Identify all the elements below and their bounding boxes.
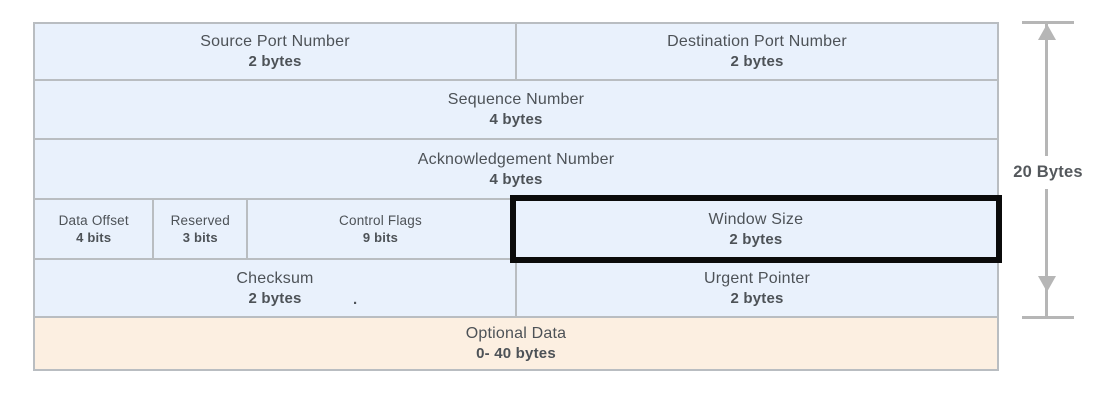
- table-row: Source Port Number 2 bytes Destination P…: [35, 24, 997, 79]
- field-size: 2 bytes: [730, 53, 784, 70]
- field-name: Source Port Number: [200, 33, 350, 50]
- field-optional-data: Optional Data 0- 40 bytes: [35, 318, 997, 369]
- field-urgent-pointer: Urgent Pointer 2 bytes: [517, 260, 997, 316]
- field-size: 9 bits: [362, 230, 399, 245]
- field-size: 2 bytes: [729, 230, 783, 248]
- table-row: Data Offset 4 bits Reserved 3 bits Contr…: [35, 195, 1002, 263]
- field-size: 2 bytes: [730, 289, 784, 307]
- field-name: Control Flags: [339, 213, 422, 228]
- field-name: Checksum: [236, 269, 314, 287]
- arrow-down-icon: [1038, 276, 1056, 292]
- table-row: Optional Data 0- 40 bytes: [35, 318, 997, 369]
- field-window-size: Window Size 2 bytes: [509, 195, 1002, 263]
- field-sequence-number: Sequence Number 4 bytes: [35, 81, 997, 138]
- field-checksum: Checksum 2 bytes .: [35, 260, 515, 316]
- stray-period-mark: .: [353, 291, 358, 308]
- field-name: Destination Port Number: [667, 33, 847, 50]
- field-source-port: Source Port Number 2 bytes: [35, 24, 515, 79]
- field-size: 4 bytes: [489, 170, 543, 188]
- field-size: 3 bits: [182, 230, 218, 245]
- arrow-top-cap: [1022, 21, 1074, 24]
- arrow-up-icon: [1038, 24, 1056, 40]
- field-name: Optional Data: [465, 325, 567, 342]
- field-size: 4 bits: [76, 230, 112, 245]
- field-reserved: Reserved 3 bits: [154, 200, 247, 258]
- field-acknowledgement-number: Acknowledgement Number 4 bytes: [35, 140, 997, 198]
- arrow-bottom-cap: [1022, 316, 1074, 319]
- field-size: 2 bytes: [248, 289, 302, 307]
- field-name: Data Offset: [58, 213, 129, 228]
- table-row: Checksum 2 bytes . Urgent Pointer 2 byte…: [35, 260, 997, 316]
- field-control-flags: Control Flags 9 bits: [248, 200, 513, 258]
- field-name: Sequence Number: [447, 91, 585, 108]
- field-name: Window Size: [708, 210, 804, 228]
- table-row: Acknowledgement Number 4 bytes: [35, 140, 997, 198]
- header-table: Source Port Number 2 bytes Destination P…: [33, 22, 1002, 371]
- field-name: Reserved: [170, 213, 230, 228]
- field-size: 4 bytes: [489, 111, 543, 128]
- table-row: Sequence Number 4 bytes: [35, 81, 997, 138]
- field-size: 0- 40 bytes: [476, 345, 556, 362]
- field-data-offset: Data Offset 4 bits: [35, 200, 153, 258]
- field-destination-port: Destination Port Number 2 bytes: [517, 24, 997, 79]
- field-name: Acknowledgement Number: [417, 150, 615, 168]
- total-size-label: 20 Bytes: [1000, 156, 1096, 189]
- field-size: 2 bytes: [248, 53, 302, 70]
- field-name: Urgent Pointer: [704, 269, 810, 287]
